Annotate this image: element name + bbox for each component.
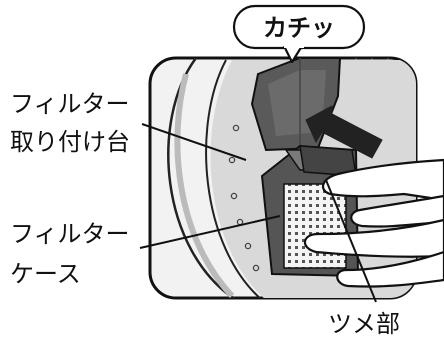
case-leader xyxy=(139,215,281,249)
drum-ring-inner xyxy=(205,59,263,298)
push-arrow xyxy=(305,105,383,159)
filter-mesh xyxy=(283,183,347,269)
filter-case xyxy=(260,144,360,278)
rim-holes xyxy=(228,124,260,272)
mount-label-line1: フィルター xyxy=(10,90,130,118)
case-label-line1: フィルター xyxy=(10,220,130,248)
case-label-line2: ケース xyxy=(10,260,81,288)
click-sound-text: カチッ xyxy=(263,14,335,42)
tab-label: ツメ部 xyxy=(328,310,400,338)
hand xyxy=(303,158,444,288)
tab-leader xyxy=(325,179,377,303)
mount-leader xyxy=(141,123,247,161)
mount-label-line2: 取り付け台 xyxy=(10,128,130,156)
